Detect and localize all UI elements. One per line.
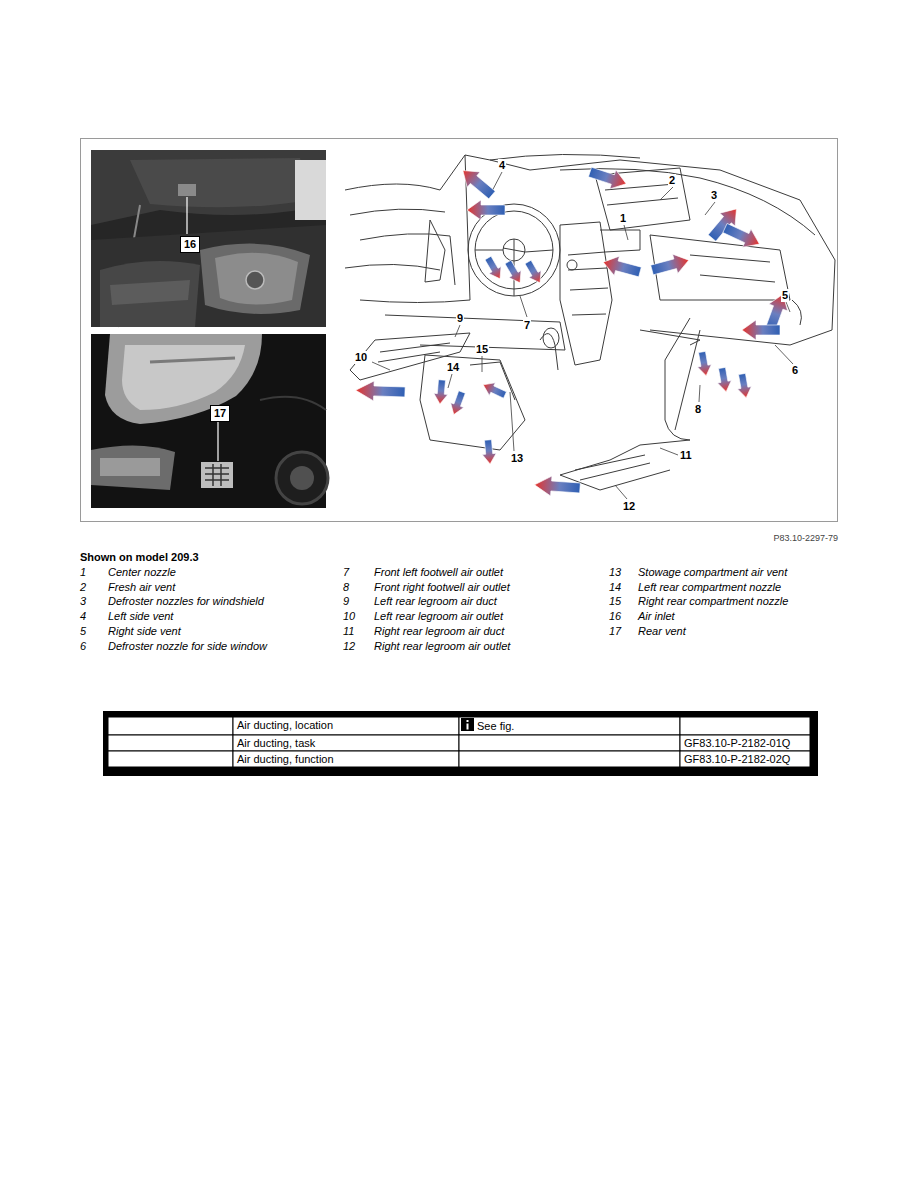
callout-number: 17 (210, 405, 230, 422)
engine-photo (91, 150, 326, 327)
figure-id: P83.10-2297-79 (773, 532, 838, 545)
legend-text: Stowage compartment air vent (638, 566, 787, 579)
callout-number: 11 (679, 449, 693, 462)
legend-number: 15 (609, 595, 621, 608)
callout-number: 9 (456, 312, 464, 325)
legend-number: 1 (80, 566, 86, 579)
legend-heading: Shown on model 209.3 (80, 551, 199, 564)
legend-text: Defroster nozzle for side window (108, 640, 267, 653)
legend-text: Front left footwell air outlet (374, 566, 503, 579)
legend-text: Defroster nozzles for windshield (108, 595, 264, 608)
legend-text: Air inlet (638, 610, 675, 623)
legend-text: Left rear compartment nozzle (638, 581, 781, 594)
callout-number: 12 (622, 500, 636, 513)
legend-text: Front right footwell air outlet (374, 581, 510, 594)
callout-number: 5 (781, 289, 789, 302)
airflow-arrows (355, 162, 792, 497)
legend-number: 8 (343, 581, 349, 594)
legend-text: Left rear legroom air duct (374, 595, 497, 608)
table-cell: Air ducting, function (237, 753, 334, 766)
table-cell: GF83.10-P-2182-01Q (684, 737, 790, 750)
legend-text: Right rear legroom air outlet (374, 640, 510, 653)
legend-number: 2 (80, 581, 86, 594)
legend-number: 6 (80, 640, 86, 653)
legend-number: 9 (343, 595, 349, 608)
legend-text: Left rear legroom air outlet (374, 610, 503, 623)
legend-number: 14 (609, 581, 621, 594)
callout-number: 16 (180, 236, 200, 253)
callout-number: 13 (510, 452, 524, 465)
interior-drawing (345, 154, 835, 490)
callout-number: 7 (523, 319, 531, 332)
legend-text: Left side vent (108, 610, 173, 623)
callout-number: 4 (498, 159, 506, 172)
legend-number: 5 (80, 625, 86, 638)
table-cell: Air ducting, task (237, 737, 315, 750)
callout-number: 10 (354, 351, 368, 364)
legend-text: Right rear legroom air duct (374, 625, 504, 638)
legend-text: Right side vent (108, 625, 181, 638)
legend-number: 3 (80, 595, 86, 608)
legend-text: Right rear compartment nozzle (638, 595, 788, 608)
callout-number: 14 (446, 361, 460, 374)
legend-text: Center nozzle (108, 566, 176, 579)
table-cell: Air ducting, location (237, 719, 333, 732)
legend-text: Rear vent (638, 625, 686, 638)
callout-number: 2 (668, 174, 676, 187)
callout-number: 15 (475, 343, 489, 356)
legend-number: 11 (343, 625, 354, 638)
legend-number: 7 (343, 566, 349, 579)
callout-number: 8 (694, 403, 702, 416)
legend-number: 10 (343, 610, 355, 623)
legend-text: Fresh air vent (108, 581, 175, 594)
callout-number: 6 (791, 364, 799, 377)
legend-number: 17 (609, 625, 621, 638)
table-cell: GF83.10-P-2182-02Q (684, 753, 790, 766)
legend-number: 13 (609, 566, 621, 579)
callout-number: 3 (710, 189, 718, 202)
table-cell: See fig. (477, 720, 514, 733)
legend-number: 4 (80, 610, 86, 623)
rear-photo (91, 334, 328, 508)
reference-table (103, 711, 818, 776)
legend-number: 12 (343, 640, 355, 653)
callout-number: 1 (619, 212, 627, 225)
legend-number: 16 (609, 610, 621, 623)
